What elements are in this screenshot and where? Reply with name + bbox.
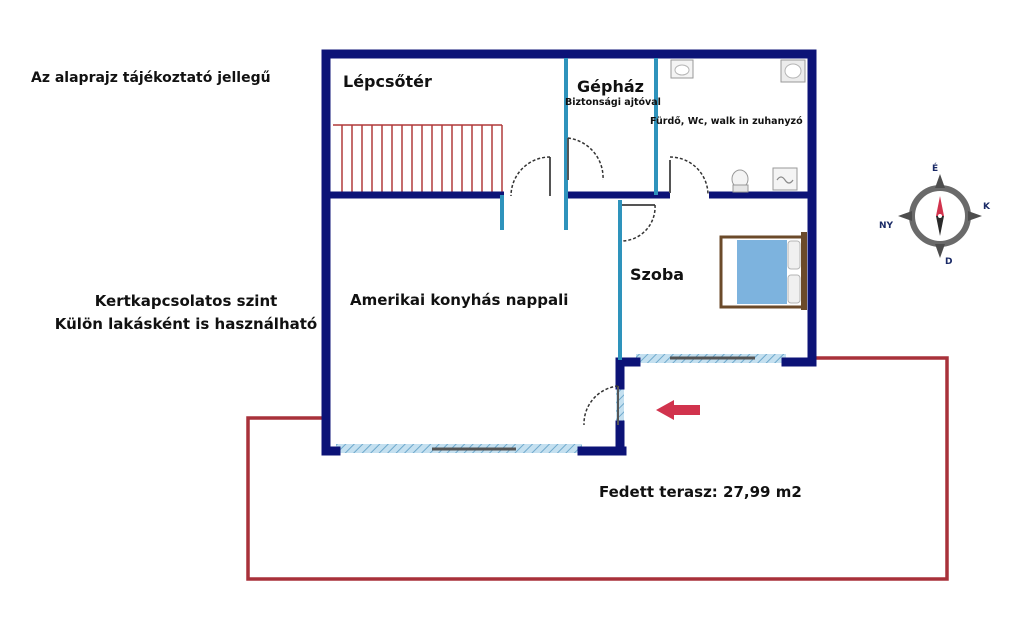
room-label-security-door: Biztonsági ajtóval — [565, 97, 661, 108]
bed-icon — [719, 232, 807, 310]
entry-arrow-icon — [656, 400, 700, 420]
room-label-staircase: Lépcsőtér — [343, 72, 432, 91]
window-terrace-door — [616, 385, 624, 425]
door-machine-room — [567, 137, 604, 181]
sink-icon — [670, 59, 694, 79]
terrace-outline — [246, 356, 949, 581]
compass-east-label: K — [983, 202, 991, 212]
door-staircase — [510, 156, 551, 197]
exterior-walls — [321, 49, 817, 456]
door-bedroom — [621, 204, 656, 242]
compass-icon — [898, 174, 982, 258]
room-label-living: Amerikai konyhás nappali — [350, 291, 568, 309]
disclaimer-note: Az alaprajz tájékoztató jellegű — [31, 70, 271, 86]
compass-north-label: É — [932, 162, 938, 174]
shower-icon — [780, 59, 806, 83]
room-label-machine-room: Gépház — [577, 77, 644, 96]
room-label-bathroom: Fürdő, Wc, walk in zuhanyzó — [650, 116, 803, 127]
door-terrace — [583, 385, 619, 426]
level-note-line2: Külön lakásként is használható — [55, 315, 317, 333]
partition-walls — [500, 58, 658, 360]
staircase-steps — [333, 124, 503, 194]
door-bathroom — [669, 156, 709, 195]
washing-machine-icon — [772, 167, 798, 191]
room-label-bedroom: Szoba — [630, 265, 684, 284]
compass-south-label: D — [945, 257, 952, 267]
level-note-line1: Kertkapcsolatos szint — [95, 292, 278, 310]
toilet-icon — [731, 169, 749, 193]
compass-west-label: NY — [879, 221, 894, 231]
room-label-terrace: Fedett terasz: 27,99 m2 — [599, 483, 802, 501]
